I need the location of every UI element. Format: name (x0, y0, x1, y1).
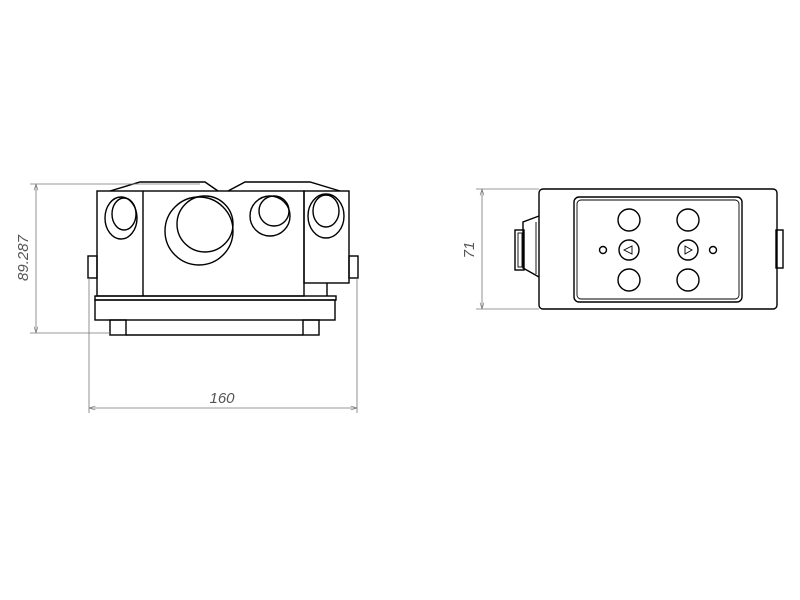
roof-right (227, 181, 341, 192)
height-dimension-label: 89.287 (15, 234, 32, 281)
port-4 (307, 193, 345, 239)
button-top-left[interactable] (617, 208, 641, 232)
keypad-panel-inner (576, 199, 740, 300)
front-dimensions: 89.287 160 (15, 183, 358, 413)
top-dimensions: 71 (461, 188, 539, 310)
port-3 (249, 195, 291, 237)
top-view (514, 188, 784, 310)
left-arrow-icon (622, 245, 633, 255)
clip-left (522, 215, 540, 278)
port-large (164, 196, 234, 266)
port-4-inner (312, 194, 340, 228)
height-dimension-label: 71 (461, 242, 478, 259)
base (94, 299, 336, 321)
button-bottom-left[interactable] (617, 268, 641, 292)
indicator-led-right (708, 245, 718, 255)
foot-right (302, 319, 320, 336)
housing-body (96, 190, 305, 297)
port-3-inner (258, 195, 290, 227)
port-1 (104, 196, 138, 240)
outer-frame (538, 188, 778, 310)
button-bottom-right[interactable] (676, 268, 700, 292)
roof-left (109, 181, 219, 192)
tab-right (775, 229, 784, 269)
tab-left (514, 229, 525, 271)
width-dimension-label: 160 (209, 390, 235, 407)
right-arrow-icon (684, 245, 693, 255)
port-1-inner (111, 197, 137, 231)
button-top-right[interactable] (676, 208, 700, 232)
button-left-arrow[interactable] (618, 239, 640, 261)
indicator-led-left (598, 245, 608, 255)
tab-right (348, 255, 359, 279)
tab-left (87, 255, 98, 279)
keypad-panel (573, 196, 743, 303)
button-right-arrow[interactable] (677, 239, 699, 261)
port-large-inner (176, 195, 234, 253)
foot-left (109, 319, 127, 336)
tab-left-inner (517, 232, 523, 268)
front-view (87, 181, 359, 336)
